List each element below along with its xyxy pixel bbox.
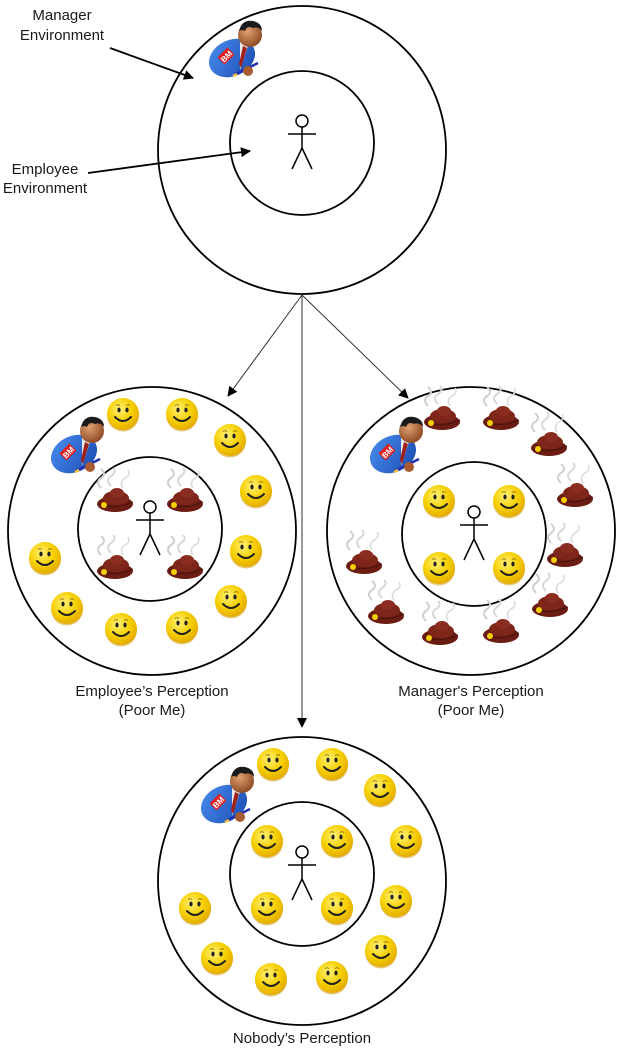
manager-avatar-icon: BM bbox=[369, 416, 423, 474]
smiley-face-icon bbox=[255, 963, 287, 997]
smiley-face-icon bbox=[166, 611, 198, 645]
employee-environment-line1: Employee bbox=[12, 161, 79, 178]
poop-icon bbox=[532, 572, 569, 617]
manager-environment-line2: Environment bbox=[20, 27, 105, 44]
manager-avatar-icon: BM bbox=[208, 20, 262, 78]
poop-icon bbox=[368, 579, 405, 624]
poop-icon bbox=[547, 522, 584, 567]
employee-environment-label: Employee Environment bbox=[3, 161, 88, 197]
smiley-face-icon bbox=[240, 475, 272, 509]
smiley-face-icon bbox=[166, 398, 198, 432]
smiley-face-icon bbox=[321, 825, 353, 859]
poop-icon bbox=[557, 462, 594, 507]
employee-stick-figure-icon bbox=[136, 500, 164, 556]
manager-perception-diagram: BM Manager's Perception (Poor Me) bbox=[326, 385, 616, 719]
employee-stick-figure-icon bbox=[288, 114, 316, 170]
employee-stick-figure-icon bbox=[288, 845, 316, 901]
poop-icon bbox=[167, 467, 204, 512]
inner-circle bbox=[401, 461, 547, 607]
smiley-face-icon bbox=[230, 535, 262, 569]
manager-perception-caption-line2: (Poor Me) bbox=[438, 702, 505, 719]
inner-circle bbox=[77, 456, 223, 602]
manager-environment-pointer-arrow bbox=[109, 47, 194, 80]
employee-perception-diagram: BM Employee’s Perception (Poor Me) bbox=[7, 386, 297, 719]
manager-avatar-icon: BM bbox=[50, 416, 104, 474]
poop-icon bbox=[97, 534, 134, 579]
smiley-face-icon bbox=[380, 885, 412, 919]
outer-circle bbox=[157, 736, 447, 1026]
smiley-face-icon bbox=[29, 542, 61, 576]
poop-icon bbox=[483, 598, 520, 643]
employee-perception-caption-line2: (Poor Me) bbox=[119, 702, 186, 719]
smiley-face-icon bbox=[215, 585, 247, 619]
smiley-face-icon bbox=[201, 942, 233, 976]
environment-diagram: BM bbox=[157, 5, 447, 295]
manager-perception-caption-line1: Manager's Perception bbox=[398, 683, 543, 700]
employee-environment-pointer-arrow bbox=[87, 147, 251, 174]
smiley-face-icon bbox=[214, 424, 246, 458]
poop-icon bbox=[346, 529, 383, 574]
arrow-to-employee-perception bbox=[227, 294, 303, 397]
employee-environment-circle bbox=[229, 70, 375, 216]
manager-avatar-icon: BM bbox=[200, 766, 254, 824]
smiley-face-icon bbox=[107, 398, 139, 432]
outer-circle bbox=[7, 386, 297, 676]
nobody-perception-caption-line1: Nobody’s Perception bbox=[233, 1030, 371, 1047]
smiley-face-icon bbox=[257, 748, 289, 782]
arrow-to-manager-perception bbox=[301, 294, 409, 399]
poop-icon bbox=[424, 385, 461, 430]
smiley-face-icon bbox=[51, 592, 83, 626]
smiley-face-icon bbox=[105, 613, 137, 647]
poop-icon bbox=[97, 467, 134, 512]
smiley-face-icon bbox=[179, 892, 211, 926]
manager-environment-label: Manager Environment bbox=[20, 7, 105, 44]
employee-stick-figure-icon bbox=[460, 505, 488, 561]
manager-environment-circle bbox=[157, 5, 447, 295]
smiley-face-icon bbox=[390, 825, 422, 859]
poop-icon bbox=[531, 411, 568, 456]
nobody-perception-diagram: BM Nobody’s Perception bbox=[157, 736, 447, 1047]
smiley-face-icon bbox=[316, 748, 348, 782]
smiley-face-icon bbox=[493, 485, 525, 519]
smiley-face-icon bbox=[251, 825, 283, 859]
smiley-face-icon bbox=[365, 935, 397, 969]
smiley-face-icon bbox=[493, 552, 525, 586]
poop-icon bbox=[422, 600, 459, 645]
inner-circle bbox=[229, 801, 375, 947]
smiley-face-icon bbox=[423, 552, 455, 586]
poop-icon bbox=[167, 534, 204, 579]
poop-icon bbox=[483, 385, 520, 430]
outer-circle bbox=[326, 386, 616, 676]
smiley-face-icon bbox=[423, 485, 455, 519]
smiley-face-icon bbox=[251, 892, 283, 926]
smiley-face-icon bbox=[321, 892, 353, 926]
manager-environment-line1: Manager bbox=[32, 7, 91, 24]
employee-perception-caption-line1: Employee’s Perception bbox=[75, 683, 228, 700]
smiley-face-icon bbox=[364, 774, 396, 808]
employee-environment-line2: Environment bbox=[3, 180, 88, 197]
smiley-face-icon bbox=[316, 961, 348, 995]
